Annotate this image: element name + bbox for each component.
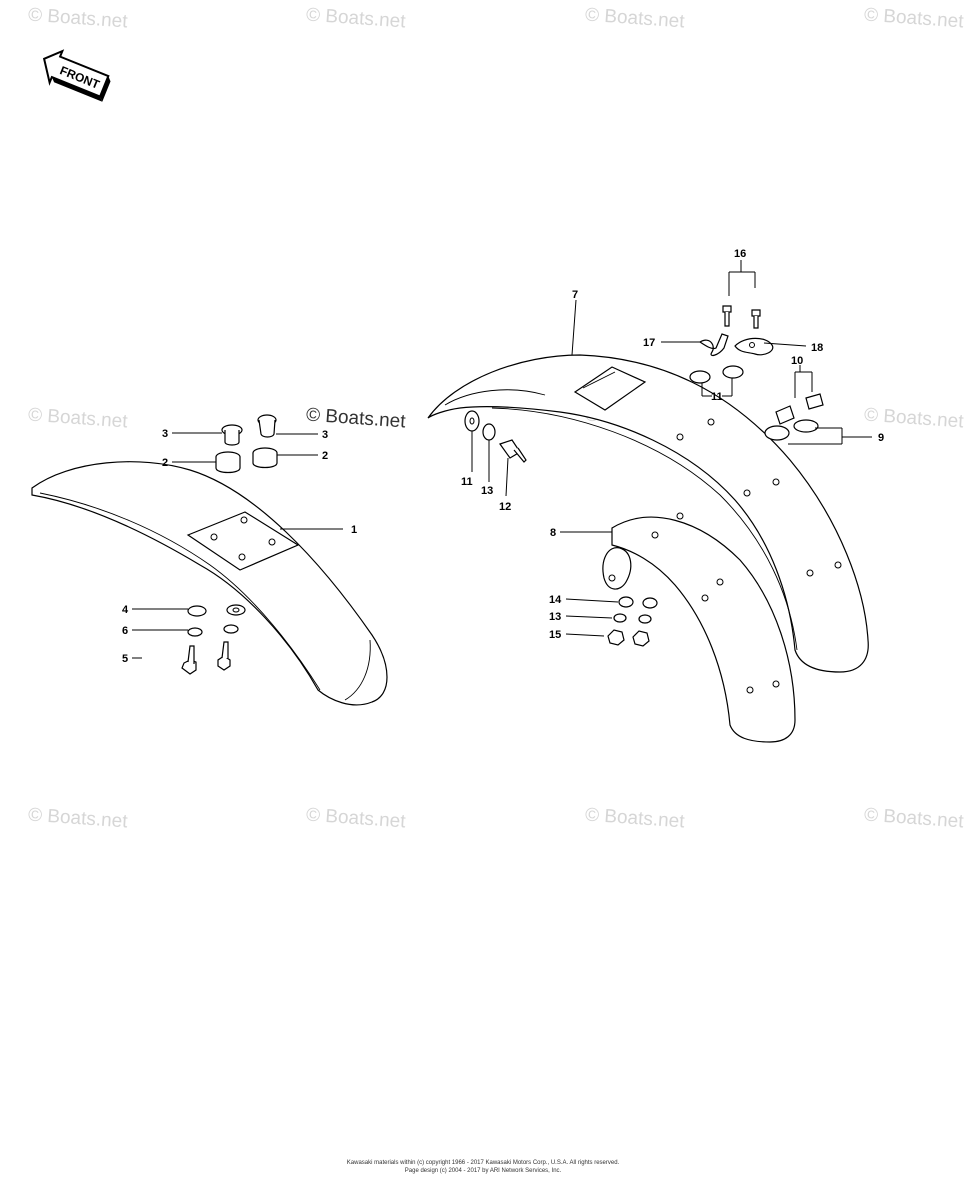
rear-bracket-18[interactable] [734,337,774,356]
callout-11: 11 [711,391,723,403]
rear-washer-11-left[interactable] [464,410,480,432]
front-fender-lock-washer-6[interactable] [187,624,239,637]
rear-fender-lower[interactable] [602,512,796,743]
leader-lines [132,260,872,659]
callout-10: 10 [791,355,803,367]
rear-lock-washer-13-right[interactable] [613,613,652,624]
front-fender[interactable] [31,461,388,706]
front-fender-damper-2-right[interactable] [252,447,278,469]
callout-3: 3 [162,428,168,440]
footer-copyright: Kawasaki materials within (c) copyright … [346,1160,620,1166]
rear-fender[interactable] [427,354,869,673]
callout-4: 4 [122,604,129,616]
rear-lock-washer-13-left[interactable] [482,423,496,441]
callout-17: 17 [643,337,655,349]
rear-washer-11-right[interactable] [689,365,744,384]
callout-13: 13 [481,485,493,497]
front-fender-bushing-3-right[interactable] [257,414,277,438]
callout-3: 3 [322,429,328,441]
callout-2: 2 [162,457,168,469]
rear-collar-10[interactable] [775,393,824,425]
front-fender-washer-4[interactable] [187,604,246,617]
callout-2: 2 [322,450,328,462]
footer-page-design: Page design (c) 2004 - 2017 by ARI Netwo… [404,1168,562,1174]
callout-16: 16 [734,248,746,260]
callout-15: 15 [549,629,561,641]
callout-9: 9 [878,432,884,444]
callout-11: 11 [461,476,473,488]
rear-washer-14[interactable] [618,596,658,609]
callout-14: 14 [549,594,562,606]
callout-13: 13 [549,611,561,623]
front-fender-damper-2-left[interactable] [215,451,241,474]
front-fender-bolt-5[interactable] [181,641,231,675]
callout-7: 7 [572,289,578,301]
rear-screw-16[interactable] [722,305,761,329]
callout-1: 1 [351,524,357,536]
rear-grommet-9[interactable] [764,419,819,441]
front-arrow-icon: FRONT [42,49,111,102]
callout-18: 18 [811,342,823,354]
callout-5: 5 [122,653,128,665]
rear-clamp-17[interactable] [698,333,729,357]
callout-6: 6 [122,625,128,637]
front-fender-bushing-3-left[interactable] [221,424,243,446]
callout-12: 12 [499,501,511,513]
callout-8: 8 [550,527,556,539]
rear-bolt-12[interactable] [499,439,527,463]
rear-nut-15[interactable] [607,629,650,647]
